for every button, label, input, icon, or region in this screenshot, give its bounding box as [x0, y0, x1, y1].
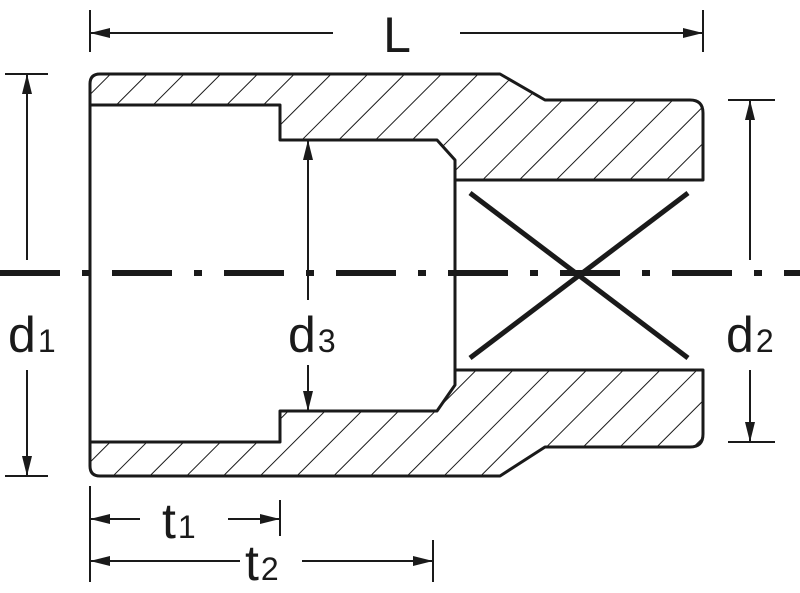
dim-L-label: L [383, 7, 411, 63]
upper-wall-section [88, 72, 705, 182]
dim-d2-label: d2 [726, 307, 774, 363]
lower-wall-section [88, 368, 705, 478]
dim-d1-label: d1 [8, 307, 56, 363]
dim-t2-label: t2 [245, 535, 279, 591]
dim-t1-label: t1 [162, 493, 196, 549]
dim-d3-label: d3 [288, 307, 336, 363]
